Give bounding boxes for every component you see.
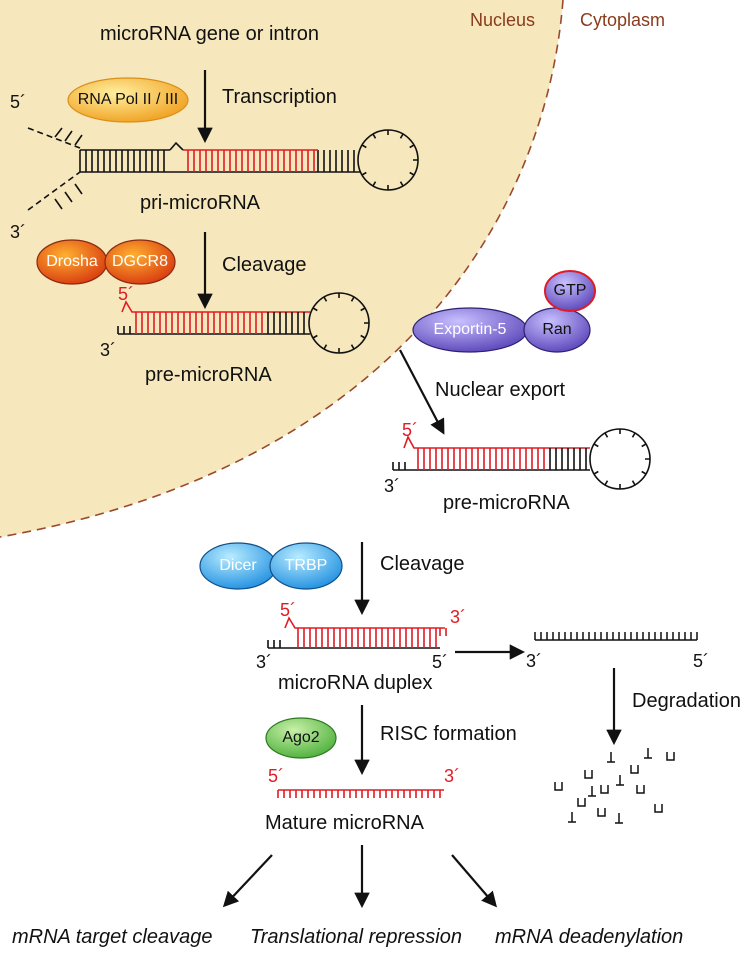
- pri-three-prime: 3´: [10, 222, 27, 242]
- arrow-outcome-cleavage: [222, 854, 273, 908]
- arrow-outcome-deadenylation: [451, 854, 498, 908]
- pre1-three-prime: 3´: [100, 340, 117, 360]
- rna-pol-ellipse: [67, 77, 189, 123]
- cleavage-label-drosha: Cleavage: [222, 254, 307, 276]
- duplex-guide-five-prime: 5´: [280, 600, 297, 620]
- pri-five-prime: 5´: [10, 92, 27, 112]
- gtp-ellipse: [544, 270, 596, 312]
- outcome-deadenylation: mRNA deadenylation: [495, 926, 684, 948]
- trbp-ellipse: [269, 542, 343, 590]
- pre-microrna-nuclear: [117, 292, 370, 354]
- nucleus-region: [0, 0, 563, 537]
- microrna-duplex-label: microRNA duplex: [278, 672, 433, 694]
- arrow-nuclear-export: [399, 349, 445, 435]
- outcome-translational-repression: Translational repression: [250, 926, 462, 948]
- gene-label: microRNA gene or intron: [100, 23, 319, 45]
- mature-microrna-strand: [277, 789, 444, 798]
- pre1-five-prime: 5´: [118, 284, 135, 304]
- risc-formation-label: RISC formation: [380, 723, 517, 745]
- ran-label: Ran: [542, 321, 572, 338]
- drosha-label: Drosha: [46, 253, 98, 270]
- dgcr8-ellipse: [104, 239, 176, 285]
- pre-microrna-label-nuclear: pre-microRNA: [145, 364, 272, 386]
- dgcr8-label: DGCR8: [111, 253, 168, 270]
- process-arrows: [197, 70, 622, 909]
- pri-microrna-label: pri-microRNA: [140, 192, 260, 214]
- mature-five-prime: 5´: [268, 766, 285, 786]
- nuclear-export-label: Nuclear export: [435, 379, 566, 401]
- mature-three-prime: 3´: [444, 766, 461, 786]
- cytoplasm-label: Cytoplasm: [580, 10, 666, 30]
- ago2-label: Ago2: [282, 729, 320, 746]
- nucleus-label: Nucleus: [470, 10, 536, 30]
- exportin-5-label: Exportin-5: [433, 321, 507, 338]
- rna-pol-label: RNA Pol II / III: [77, 91, 179, 108]
- duplex-passenger-five-prime: 5´: [432, 652, 449, 672]
- pre-microrna-label-cytoplasmic: pre-microRNA: [443, 492, 570, 514]
- mature-microrna-label: Mature microRNA: [265, 812, 424, 834]
- transcription-label: Transcription: [222, 86, 337, 108]
- degraded-fragments: [554, 748, 675, 824]
- pre-microrna-cytoplasmic: [392, 428, 651, 490]
- microrna-duplex: [267, 616, 447, 649]
- duplex-guide-three-prime: 3´: [450, 607, 467, 627]
- gtp-label: GTP: [553, 282, 587, 299]
- cleavage-label-dicer: Cleavage: [380, 553, 465, 575]
- outcome-target-cleavage: mRNA target cleavage: [12, 926, 213, 948]
- passenger-strand: [534, 632, 698, 641]
- degradation-label: Degradation: [632, 690, 741, 712]
- trbp-label: TRBP: [284, 557, 328, 574]
- ago2-ellipse: [265, 717, 337, 759]
- passenger-three-prime: 3´: [526, 651, 543, 671]
- pri-microrna-structure: [27, 127, 419, 211]
- pre2-five-prime: 5´: [402, 420, 419, 440]
- duplex-passenger-three-prime: 3´: [256, 652, 273, 672]
- passenger-five-prime: 5´: [693, 651, 710, 671]
- pre2-three-prime: 3´: [384, 476, 401, 496]
- dicer-label: Dicer: [219, 557, 257, 574]
